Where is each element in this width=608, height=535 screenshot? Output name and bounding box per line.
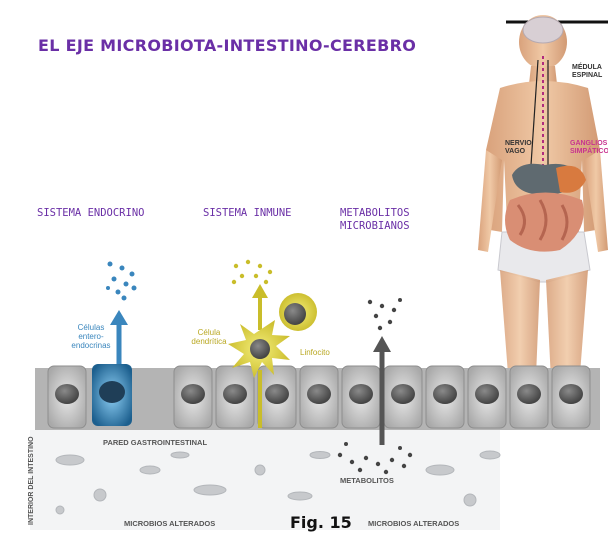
dendritic-line2: dendrítica	[188, 337, 230, 346]
dendritic-line1: Célula	[188, 328, 230, 337]
metabolites-line1: METABOLITOS	[340, 207, 410, 220]
spinal-cord-label: MÉDULA ESPINAL	[572, 64, 602, 80]
enteroendocrine-line1: Células	[68, 323, 114, 332]
microbial-metabolites-label: METABOLITOS MICROBIANOS	[340, 207, 410, 233]
cell-nucleus	[433, 384, 457, 404]
metabolites-line2: MICROBIANOS	[340, 220, 410, 233]
altered-microbes-label-left: MICROBIOS ALTERADOS	[124, 519, 215, 528]
vagus-nerve-label: NERVIO VAGO	[505, 140, 532, 156]
altered-microbes-label-right: MICROBIOS ALTERADOS	[368, 519, 459, 528]
cell-nucleus	[223, 384, 247, 404]
vagus-line2: VAGO	[505, 148, 532, 156]
metabolites-label: METABOLITOS	[340, 476, 394, 485]
spinal-line2: ESPINAL	[572, 72, 602, 80]
sympathetic-ganglia-label: GANGLIOS SIMPÁTICOS	[570, 140, 608, 156]
gut-wall-label: PARED GASTROINTESTINAL	[103, 438, 207, 447]
cell-nucleus	[391, 384, 415, 404]
immune-system-label: SISTEMA INMUNE	[203, 207, 292, 220]
cell-nucleus	[349, 384, 373, 404]
dendritic-cell-label: Célula dendrítica	[188, 328, 230, 346]
vagus-line1: NERVIO	[505, 140, 532, 148]
cell-nucleus	[475, 384, 499, 404]
enteroendocrine-line3: endocrinas	[68, 341, 114, 350]
ganglia-line2: SIMPÁTICOS	[570, 148, 608, 156]
enteroendocrine-cells-label: Células entero- endocrinas	[68, 323, 114, 350]
endocrine-system-label: SISTEMA ENDOCRINO	[37, 207, 144, 220]
ganglia-line1: GANGLIOS	[570, 140, 608, 148]
cell-nucleus	[265, 384, 289, 404]
intestine-interior-label: INTERIOR DEL INTESTINO	[28, 436, 35, 525]
cell-nucleus	[307, 384, 331, 404]
figure-caption: Fig. 15	[290, 513, 352, 532]
cell-nucleus	[55, 384, 79, 404]
enteroendocrine-line2: entero-	[68, 332, 114, 341]
cell-nucleus	[559, 384, 583, 404]
spinal-line1: MÉDULA	[572, 64, 602, 72]
lymphocyte-label: Linfocito	[300, 348, 330, 357]
diagram-title: EL EJE MICROBIOTA-INTESTINO-CEREBRO	[38, 36, 416, 55]
cell-nucleus	[181, 384, 205, 404]
cell-nucleus	[517, 384, 541, 404]
